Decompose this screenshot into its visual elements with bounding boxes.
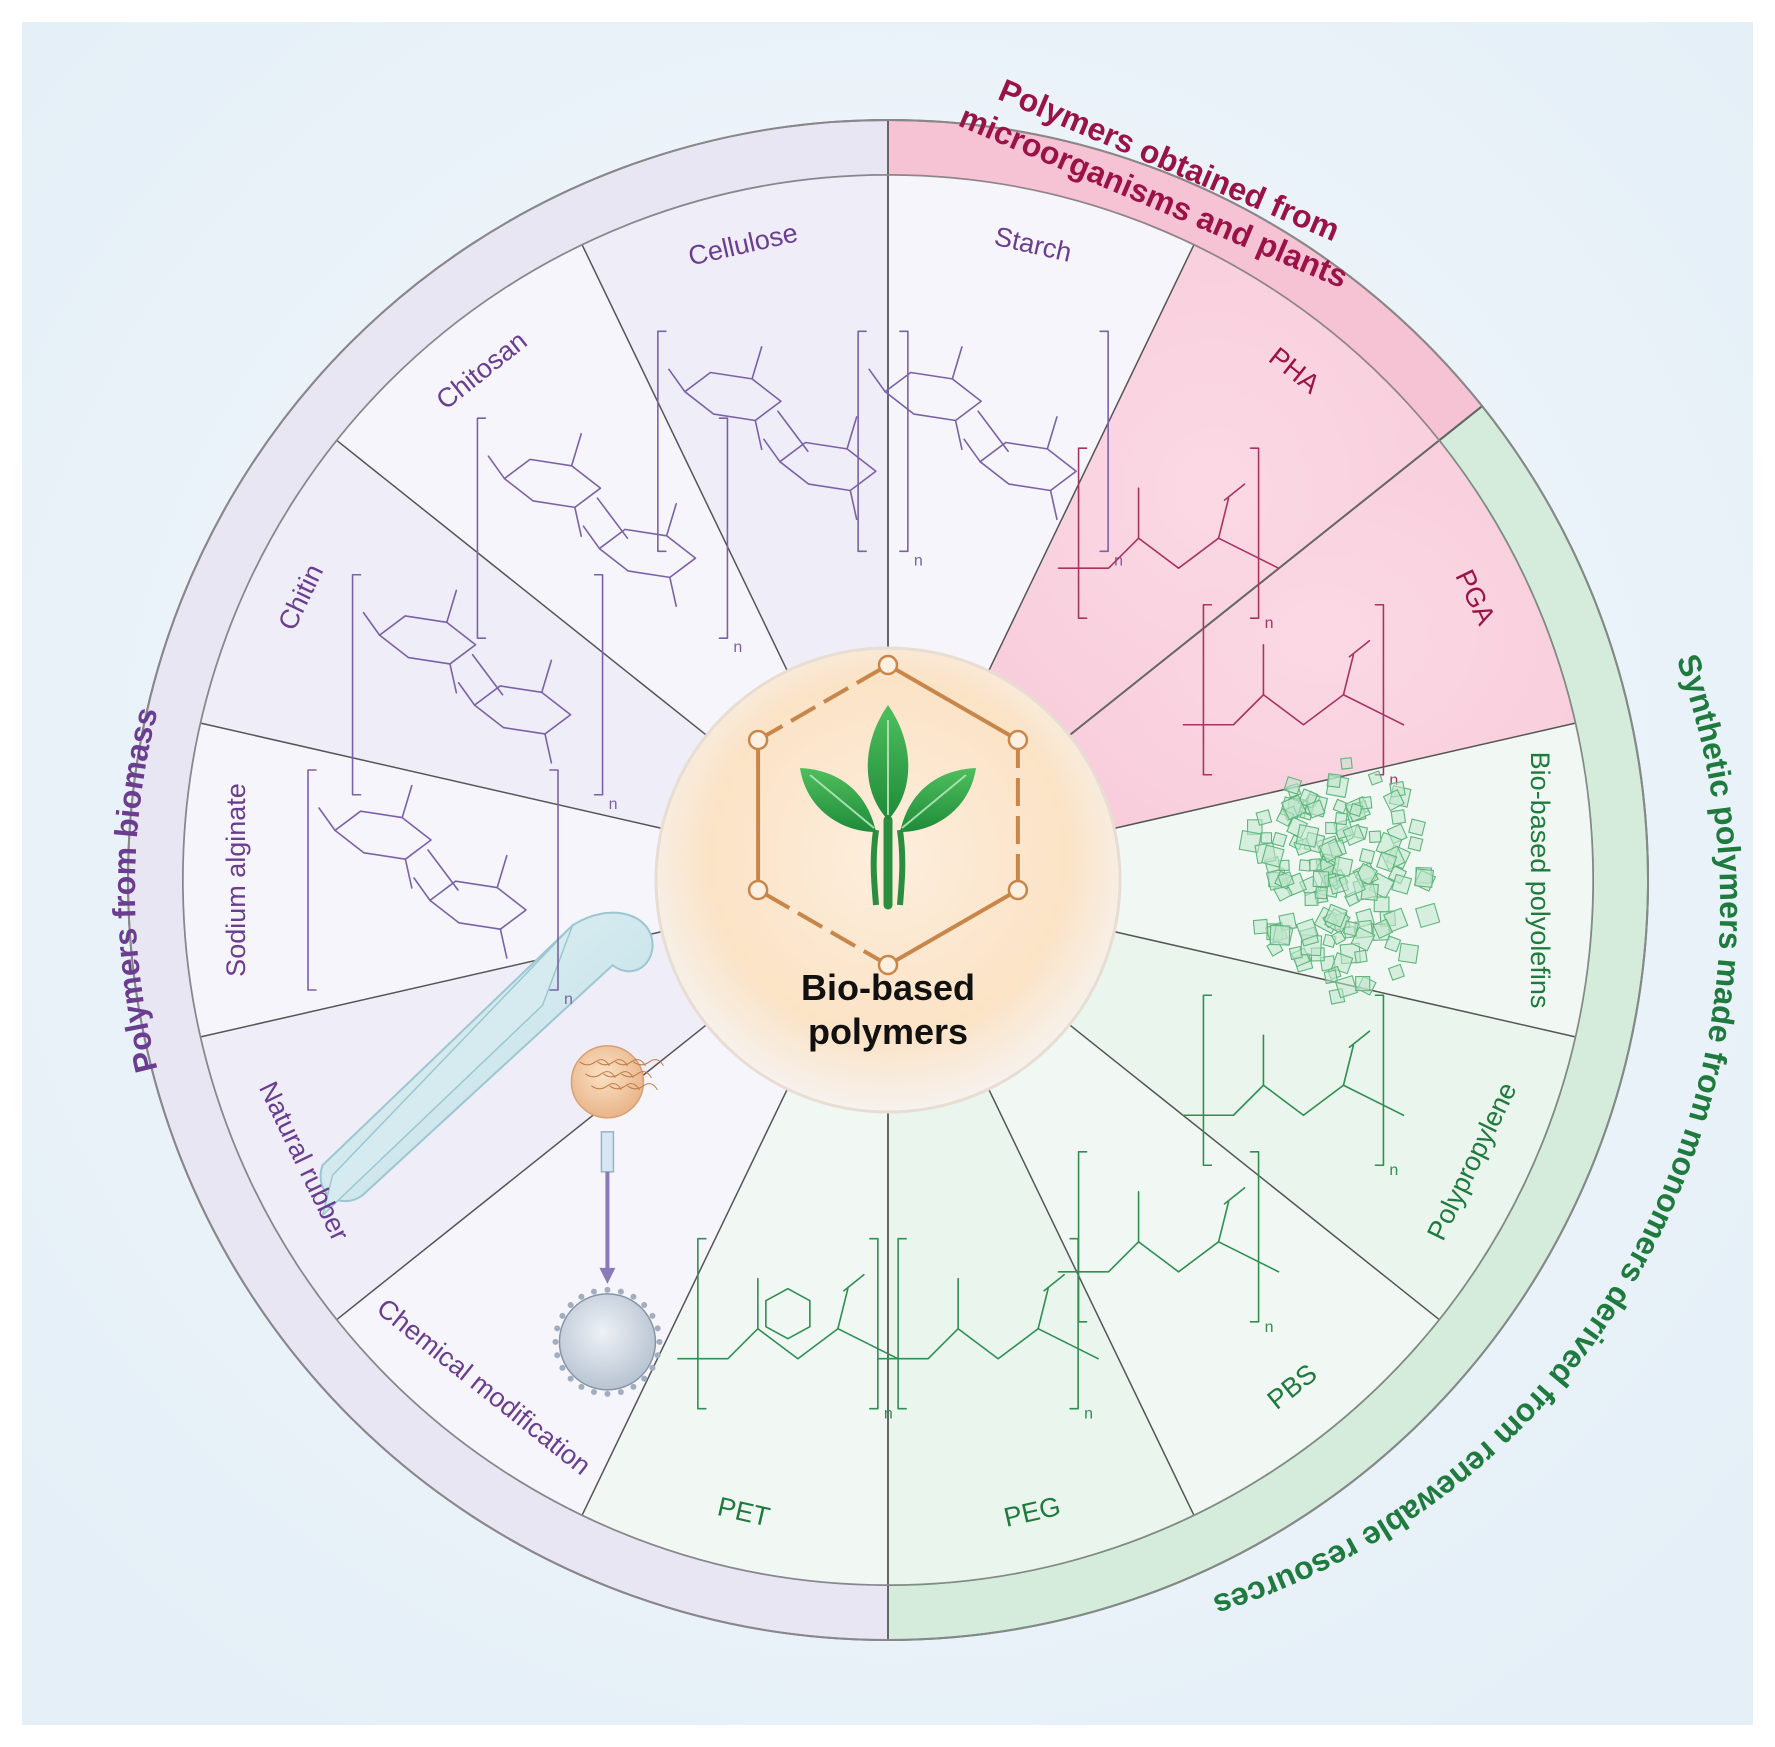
svg-text:n: n bbox=[884, 1406, 893, 1423]
polypropylene-structure-icon: n bbox=[1182, 994, 1405, 1179]
divider-line bbox=[336, 439, 708, 736]
segment-chitosan bbox=[336, 244, 788, 736]
segment-peg bbox=[888, 1089, 1194, 1585]
center-title-line2: polymers bbox=[808, 1011, 968, 1052]
divider-line bbox=[581, 244, 789, 672]
svg-text:n: n bbox=[609, 796, 618, 813]
cube-cluster-icon bbox=[1238, 757, 1441, 1005]
segment-pet bbox=[582, 1089, 888, 1585]
wheel-outer-border bbox=[127, 119, 1649, 1641]
leaf-hexagon-icon bbox=[747, 654, 1029, 976]
svg-text:n: n bbox=[564, 991, 573, 1008]
rubber-sheet-icon bbox=[319, 911, 654, 1218]
segment-chitin bbox=[200, 440, 707, 829]
structure-illustrations: n n n n n n n n n n n bbox=[307, 330, 1441, 1423]
divider-line bbox=[200, 722, 662, 830]
segment-polypropylene bbox=[1069, 931, 1576, 1320]
segment-chemical-modification bbox=[336, 1024, 788, 1516]
pet-structure-icon: n bbox=[677, 1237, 899, 1423]
center-title-line1: Bio-based bbox=[801, 967, 975, 1008]
svg-text:n: n bbox=[1389, 772, 1398, 789]
divider-line bbox=[581, 1088, 789, 1516]
divider-line bbox=[1068, 1024, 1440, 1321]
svg-text:n: n bbox=[1265, 1319, 1274, 1336]
divider-line bbox=[1114, 722, 1576, 830]
svg-text:n: n bbox=[1265, 615, 1274, 632]
alginate-structure-icon: n bbox=[307, 769, 573, 1008]
segment-label-bio-based-polyolefins: Bio-based polyolefins bbox=[1525, 752, 1555, 1009]
starch-structure-icon: n bbox=[857, 330, 1123, 569]
peg-structure-icon: n bbox=[877, 1237, 1099, 1423]
pha-structure-icon: n bbox=[1057, 447, 1280, 632]
svg-text:n: n bbox=[1114, 552, 1123, 569]
svg-text:n: n bbox=[1389, 1162, 1398, 1179]
pbs-structure-icon: n bbox=[1057, 1151, 1280, 1336]
chitosan-structure-icon: n bbox=[476, 417, 742, 656]
svg-text:n: n bbox=[1084, 1406, 1093, 1423]
divider-line bbox=[336, 1024, 708, 1321]
cellulose-structure-icon: n bbox=[657, 330, 923, 569]
group-boundary-line bbox=[1068, 405, 1483, 737]
divider-lines bbox=[127, 119, 1649, 1641]
segment-pga bbox=[1069, 440, 1576, 829]
segment-cellulose bbox=[582, 175, 888, 671]
segment-label-sodium-alginate: Sodium alginate bbox=[221, 783, 251, 977]
segment-outer-border bbox=[182, 174, 1594, 1586]
divider-line bbox=[987, 244, 1195, 672]
chitin-structure-icon: n bbox=[351, 573, 618, 813]
nanoparticle-icon bbox=[552, 1045, 664, 1397]
divider-line bbox=[987, 1088, 1195, 1516]
pga-structure-icon: n bbox=[1182, 603, 1405, 789]
segment-pbs bbox=[988, 1024, 1440, 1516]
segment-natural-rubber bbox=[200, 931, 707, 1320]
svg-text:n: n bbox=[733, 639, 742, 656]
svg-text:n: n bbox=[914, 552, 923, 569]
center-hub: Bio-based polymers bbox=[654, 646, 1122, 1114]
segment-pha bbox=[988, 244, 1440, 736]
segment-starch bbox=[888, 175, 1194, 671]
